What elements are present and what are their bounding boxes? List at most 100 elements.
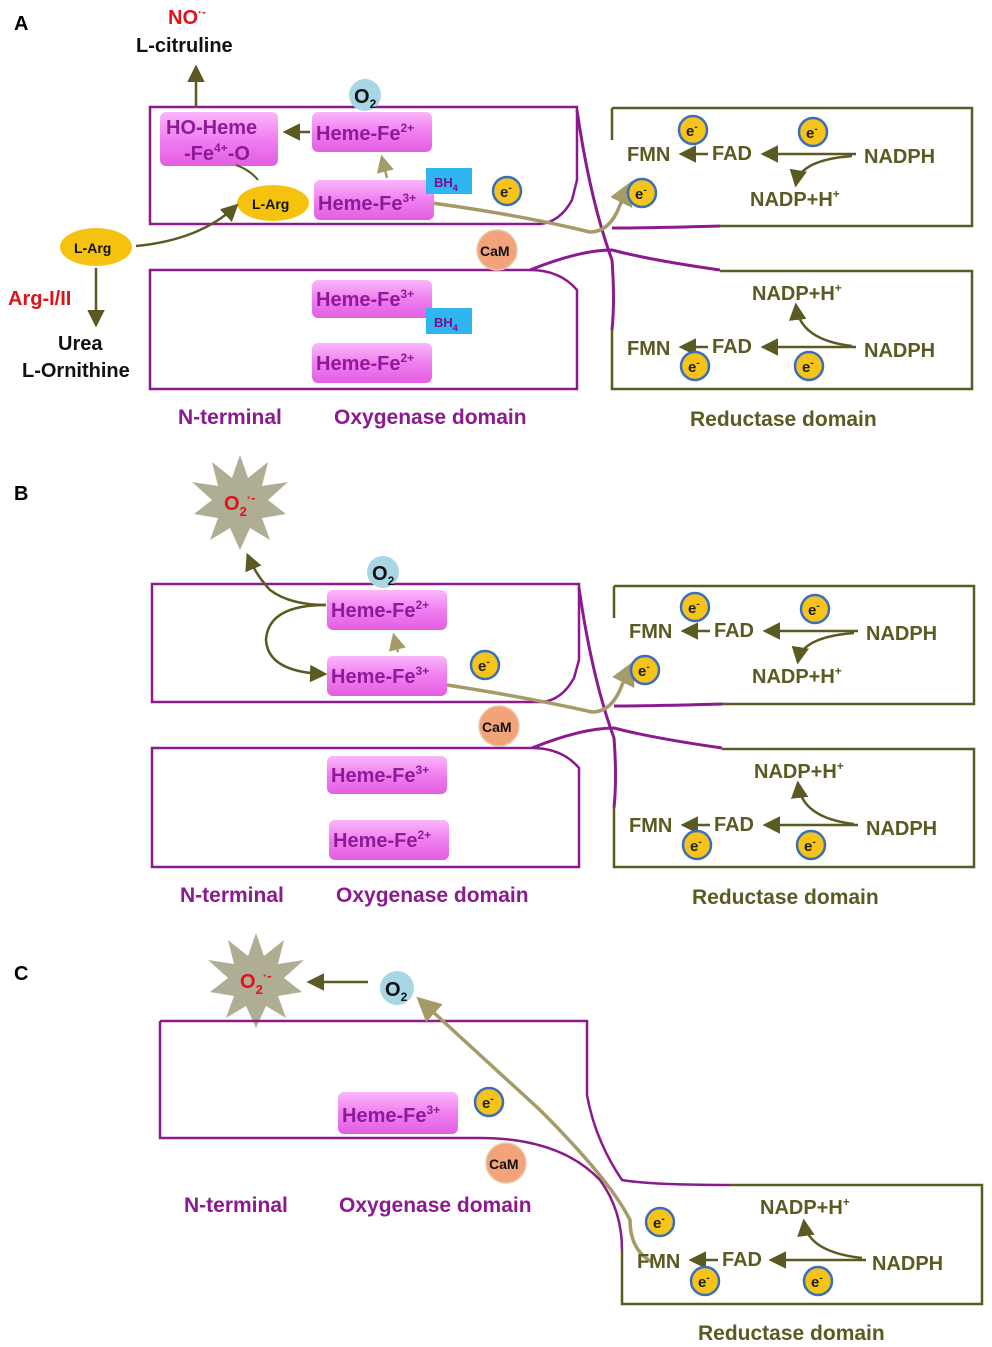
panel-c: C O2·- O2 Heme-Fe3+ e- CaM N-terminal Ox…: [14, 933, 984, 1345]
ho-heme-label: HO-Heme: [166, 117, 257, 139]
oxygenase-box-upper: [148, 105, 579, 226]
bh4-cofactor: [426, 168, 472, 194]
arrow: [245, 552, 327, 607]
electron: [802, 1265, 834, 1297]
svg-text:FAD: FAD: [714, 620, 754, 642]
fmn-label: FMN: [627, 144, 670, 166]
reductase-box-upper: [612, 106, 974, 228]
reductase-box: [620, 1183, 984, 1306]
svg-text:NADPH: NADPH: [866, 623, 937, 645]
svg-text:FAD: FAD: [722, 1249, 762, 1271]
fad-label: FAD: [712, 336, 752, 358]
arrow: [376, 154, 394, 179]
svg-text:e-: e-: [698, 1273, 710, 1291]
svg-text:e-: e-: [808, 601, 820, 619]
calmodulin: [476, 229, 518, 271]
heme-fe3-box: [314, 180, 434, 220]
heme-fe2-box: [312, 112, 432, 152]
arrow: [135, 203, 239, 248]
electron-transfer-path: [446, 660, 635, 714]
o2-molecule: [367, 556, 399, 588]
arg-i-ii-label: Arg-I/II: [8, 288, 71, 310]
reductase-box-lower: [610, 269, 974, 391]
svg-text:e-: e-: [811, 1273, 823, 1291]
svg-text:O2·-: O2·-: [240, 968, 271, 997]
svg-text:FMN: FMN: [637, 1251, 680, 1273]
electron: [681, 829, 713, 861]
linker-curve: [611, 224, 721, 230]
svg-text:N-terminal: N-terminal: [180, 884, 284, 907]
fmn-label: FMN: [627, 338, 670, 360]
electron-transfer-path: [416, 996, 653, 1264]
panel-a: A NO·- L-citruline HO-Heme -Fe4+-O O2 He…: [8, 5, 974, 431]
heme-fe3-box: [312, 280, 432, 318]
heme-fe2-box: [312, 343, 432, 383]
panel-b-label: B: [14, 483, 28, 505]
svg-text:e-: e-: [482, 1094, 494, 1112]
oxygenase-box: [160, 1019, 731, 1187]
electron: [799, 593, 831, 625]
svg-text:e-: e-: [806, 124, 818, 142]
l-arg-free: [60, 228, 132, 266]
svg-text:e-: e-: [804, 837, 816, 855]
heme-fe3-box: [327, 656, 447, 696]
svg-text:FMN: FMN: [629, 815, 672, 837]
nadp-h-label: NADP+H+: [752, 281, 842, 305]
l-ornithine-label: L-Ornithine: [22, 360, 130, 382]
svg-text:BH4: BH4: [434, 315, 458, 333]
electron: [795, 829, 827, 861]
svg-text:e-: e-: [686, 122, 698, 140]
svg-text:NADPH: NADPH: [866, 818, 937, 840]
svg-text:Reductase domain: Reductase domain: [692, 886, 879, 909]
oxygenase-domain-label: Oxygenase domain: [334, 406, 527, 429]
svg-text:Heme-Fe2+: Heme-Fe2+: [316, 351, 414, 375]
calmodulin: [485, 1142, 527, 1184]
fad-label: FAD: [712, 143, 752, 165]
heme-fe3-label: Heme-Fe3+: [318, 191, 416, 215]
o2-label: O2: [354, 86, 377, 111]
superoxide-label: O2·-: [224, 490, 255, 519]
svg-text:e-: e-: [478, 657, 490, 675]
panel-c-label: C: [14, 963, 28, 985]
electron: [797, 116, 829, 148]
electron: [473, 1086, 505, 1118]
svg-text:e-: e-: [688, 358, 700, 376]
svg-text:Heme-Fe2+: Heme-Fe2+: [331, 598, 429, 622]
superoxide-burst: [192, 455, 288, 550]
panel-b: B O2·- O2 Heme-Fe2+ Heme-Fe3+ e- CaM Hem…: [14, 455, 976, 909]
no-label: NO·-: [168, 5, 206, 29]
electron-transfer-path: [431, 180, 633, 234]
svg-text:NADP+H+: NADP+H+: [760, 1195, 850, 1219]
svg-text:Heme-Fe3+: Heme-Fe3+: [331, 664, 429, 688]
heme-fe2-box: [327, 590, 447, 630]
svg-text:Reductase domain: Reductase domain: [698, 1322, 885, 1345]
reductase-box-lower: [612, 747, 976, 869]
svg-text:FMN: FMN: [629, 621, 672, 643]
linker-curve: [529, 248, 721, 272]
svg-text:Oxygenase domain: Oxygenase domain: [339, 1194, 532, 1217]
nadph-label: NADPH: [864, 146, 935, 168]
heme-fe3-box: [338, 1092, 458, 1134]
heme-fe2-box: [329, 820, 449, 860]
heme-fe3-box: [327, 756, 447, 794]
electron: [491, 175, 523, 207]
svg-text:Oxygenase domain: Oxygenase domain: [336, 884, 529, 907]
svg-text:O2: O2: [372, 563, 395, 588]
svg-text:NADP+H+: NADP+H+: [752, 664, 842, 688]
ho-heme-fe4-o-box: [160, 112, 278, 166]
electron: [677, 114, 709, 146]
n-terminal-label: N-terminal: [178, 406, 282, 429]
electron: [469, 649, 501, 681]
reductase-box-upper: [614, 584, 976, 706]
heme-fe2-label: Heme-Fe2+: [316, 121, 414, 145]
nadph-label: NADPH: [864, 340, 935, 362]
o2-molecule: [380, 971, 414, 1005]
svg-text:Heme-Fe3+: Heme-Fe3+: [331, 763, 429, 787]
superoxide-burst: [208, 933, 304, 1028]
urea-label: Urea: [58, 333, 103, 355]
l-arg-free-label: L-Arg: [74, 240, 111, 256]
arrow: [264, 603, 328, 683]
svg-text:e-: e-: [653, 1214, 665, 1232]
svg-text:O2: O2: [385, 979, 408, 1004]
